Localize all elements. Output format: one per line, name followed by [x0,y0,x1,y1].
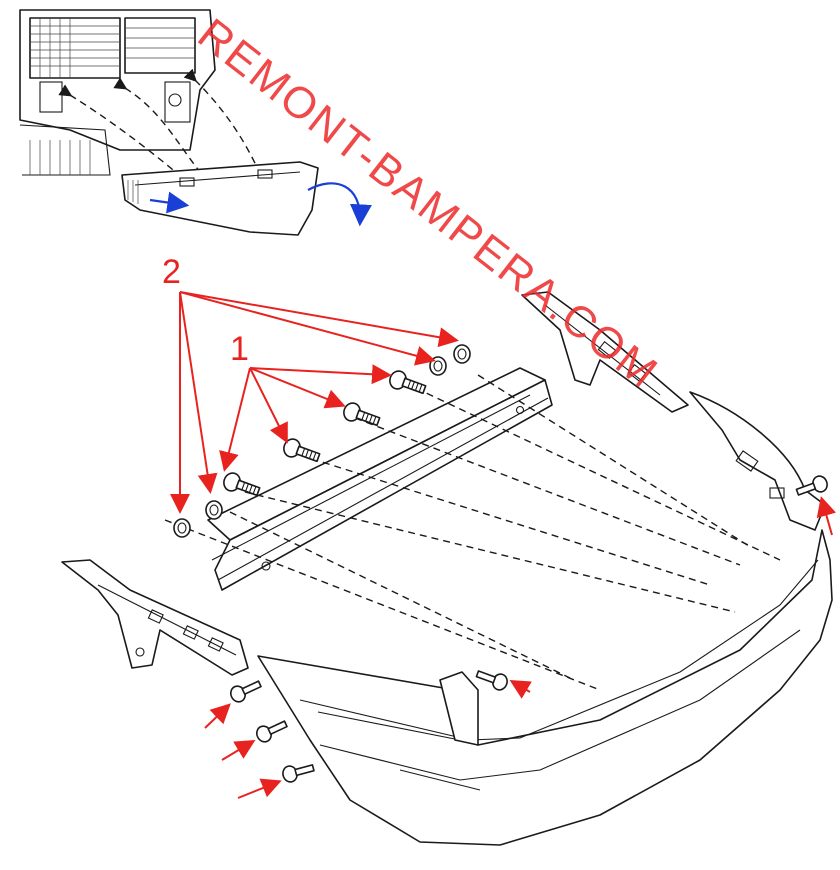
nut [429,356,447,376]
screw [282,764,315,783]
bolt [223,472,261,497]
red-arrow-icon [204,703,231,729]
callout-nuts-label: 2 [162,253,181,291]
nut [205,500,223,520]
bolt [343,402,381,427]
screw [475,670,508,691]
rear-bumper-cover [257,391,833,846]
screw [256,720,288,743]
bolt [389,370,427,395]
mounting-bolts [223,370,427,497]
blue-arrow-icon [149,191,190,214]
inset-clip-detail [19,9,372,236]
nut [453,344,471,364]
red-arrow-icon [509,679,532,699]
bolt [283,438,321,463]
right-side-bracket [521,291,689,413]
screw [795,475,828,496]
alignment-lines [164,374,781,691]
side-screws [204,475,837,799]
blue-arrow-icon [307,182,372,227]
red-arrow-icon [221,739,256,761]
nut [173,518,191,538]
red-arrow-icon [237,778,282,799]
callout-leaders [170,291,459,514]
red-arrow-icon [816,496,837,536]
screw [230,680,262,703]
left-side-bracket [61,559,249,676]
callout-bolts-label: 1 [230,330,249,368]
